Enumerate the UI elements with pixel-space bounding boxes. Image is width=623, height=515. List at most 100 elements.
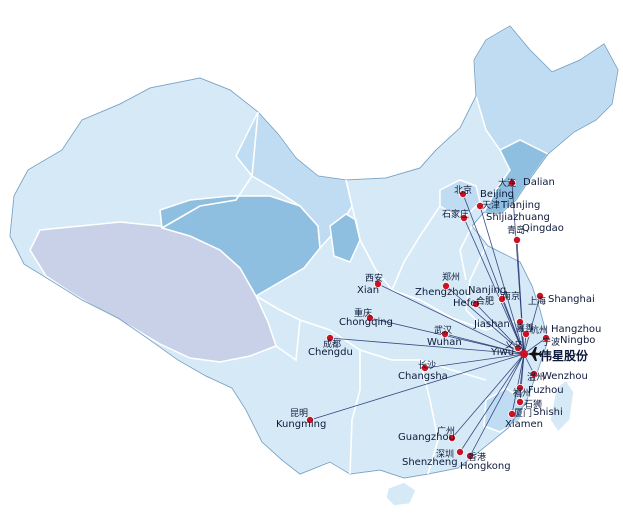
city-label-nanjing: Nanjing (468, 285, 507, 296)
province-border (349, 350, 361, 475)
route-line-tianjing (479, 205, 525, 355)
city-label-cn-shanghai: 上海 (528, 297, 547, 307)
city-dot-jiashan[interactable] (516, 317, 525, 326)
china-border (9, 25, 619, 479)
route-line-shanghai (523, 295, 541, 355)
city-dot-xian[interactable] (373, 279, 382, 288)
city-dot-zhengzhou[interactable] (441, 281, 450, 290)
city-dot-beijing[interactable] (458, 189, 467, 198)
route-line-zhengzhou (445, 285, 525, 355)
city-dot-layer (305, 178, 551, 460)
route-line-guangzhou (451, 353, 525, 439)
city-dot-qingdao[interactable] (513, 235, 522, 244)
route-line-jiashan (519, 321, 525, 355)
province-border (345, 179, 393, 291)
city-label-cn-dalian: 大连 (498, 179, 517, 189)
city-label-shishi: Shishi (533, 407, 563, 418)
city-dot-kungming[interactable] (305, 415, 314, 424)
city-dot-chongqing[interactable] (365, 313, 374, 322)
province-border (161, 111, 259, 229)
route-line-hongkong (469, 353, 525, 457)
city-dot-shijiazhuang[interactable] (459, 213, 468, 222)
province-border (459, 225, 473, 281)
city-dot-fuzhou[interactable] (516, 383, 525, 392)
city-label-cn-guangzhou: 广州 (437, 427, 456, 437)
hub-dot[interactable] (520, 350, 528, 358)
airplane-icon (527, 347, 542, 361)
city-dot-guangzhou[interactable] (447, 433, 456, 442)
city-label-jiashan: Jiashan (474, 319, 510, 330)
route-line-wuhan (444, 333, 525, 355)
city-dot-nanjing[interactable] (497, 294, 506, 303)
city-label-hongkong: Hongkong (460, 461, 511, 472)
city-label-wuhan: Wuhan (427, 337, 462, 348)
region-beijing-area (439, 179, 481, 215)
city-dot-shanghai[interactable] (536, 291, 545, 300)
city-label-cn-hongkong: 香港 (468, 453, 487, 463)
region-tibet (29, 221, 277, 363)
city-label-cn-kungming: 昆明 (290, 409, 309, 419)
hub-layer (520, 347, 542, 361)
city-label-cn-fuzhou: 福州 (513, 389, 532, 399)
city-dot-hefei[interactable] (471, 299, 480, 308)
city-dot-ningbo[interactable] (542, 333, 551, 342)
city-dot-dalian[interactable] (507, 178, 516, 187)
city-label-wenzhou: Wenzhou (542, 371, 588, 382)
city-label-dalian: Dalian (523, 177, 555, 188)
city-label-yiwu: Yiwu (491, 347, 515, 358)
city-label-shenzheng: Shenzheng (402, 457, 458, 468)
city-label-cn-xian: 西安 (365, 274, 384, 284)
city-label-ningbo: Ningbo (560, 335, 596, 346)
city-label-cn-hangzhou: 杭州 (530, 326, 549, 336)
city-label-guangzhou: Guangzhou (398, 432, 455, 443)
city-label-cn-chongqing: 重庆 (354, 309, 373, 319)
island-hainan (385, 481, 417, 507)
province-border (255, 295, 301, 362)
city-dot-hongkong[interactable] (465, 451, 474, 460)
city-dot-hangzhou[interactable] (522, 329, 531, 338)
province-border (465, 245, 487, 331)
city-label-cn-nanjing: 南京 (502, 292, 521, 302)
city-dot-tianjing[interactable] (475, 201, 484, 210)
hub-label: 伟星股份 (540, 349, 589, 363)
city-label-cn-xiamen: 厦门 (514, 409, 533, 419)
city-label-cn-chengdu: 成都 (323, 340, 342, 350)
city-label-tianjing: Tianjing (501, 200, 541, 211)
city-label-changsha: Changsha (398, 371, 448, 382)
route-line-chengdu (329, 337, 525, 355)
city-label-cn-ningbo: 宁波 (542, 338, 561, 348)
city-label-xian: Xian (357, 285, 380, 296)
lake-icon (336, 224, 352, 250)
city-label-shanghai: Shanghai (548, 294, 595, 305)
city-label-cn-tianjing: 天津 (482, 201, 501, 211)
city-dot-shenzheng[interactable] (455, 447, 464, 456)
land-layer (9, 25, 619, 507)
city-dot-changsha[interactable] (420, 363, 429, 372)
city-dot-chengdu[interactable] (325, 333, 334, 342)
city-dot-shishi[interactable] (516, 397, 525, 406)
province-border (299, 319, 487, 381)
route-line-shenzheng (459, 353, 525, 453)
city-label-hefei: Hefei (453, 298, 480, 309)
province-border (419, 359, 439, 475)
region-qinghai (159, 195, 321, 298)
city-dot-wuhan[interactable] (440, 329, 449, 338)
city-dot-xiamen[interactable] (507, 409, 516, 418)
city-dot-yiwu[interactable] (514, 343, 523, 352)
city-label-xiamen: Xiamen (505, 419, 543, 430)
city-label-cn-jiashan: 嘉善 (516, 324, 535, 334)
city-label-cn-shishi: 石狮 (524, 400, 543, 410)
city-label-qingdao: Qingdao (522, 223, 564, 234)
city-label-cn-shenzheng: 深圳 (436, 450, 455, 460)
city-label-cn-changsha: 长沙 (418, 361, 437, 371)
route-line-ningbo (523, 337, 547, 355)
city-label-hangzhou: Hangzhou (551, 324, 602, 335)
route-line-kungming (309, 353, 525, 421)
route-line-beijing (462, 193, 525, 355)
city-label-chengdu: Chengdu (308, 347, 353, 358)
island-taiwan (549, 378, 575, 434)
route-line-changsha (424, 353, 525, 369)
city-dot-wenzhou[interactable] (530, 369, 539, 378)
city-label-cn-zhengzhou: 郑州 (442, 273, 461, 283)
